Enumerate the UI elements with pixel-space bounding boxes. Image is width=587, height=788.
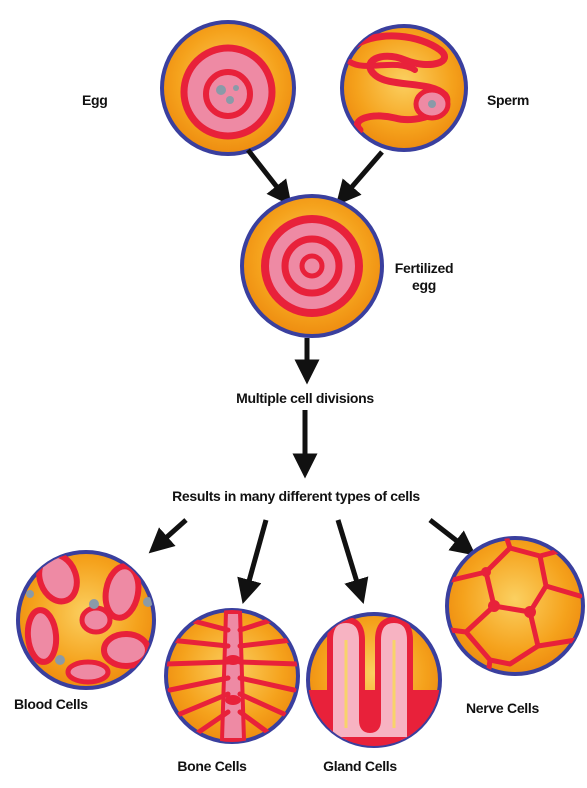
sperm-cell bbox=[342, 26, 466, 150]
bone-cells bbox=[166, 610, 298, 742]
results-label: Results in many different types of cells bbox=[172, 488, 420, 504]
arrow-to-gland bbox=[338, 520, 360, 592]
nerve-cells bbox=[447, 530, 583, 676]
arrow-egg-to-fertilized bbox=[248, 150, 284, 196]
bone-cells-label: Bone Cells bbox=[177, 758, 246, 774]
arrow-to-bone bbox=[246, 520, 266, 592]
arrow-to-nerve bbox=[430, 520, 466, 548]
blood-cells-label: Blood Cells bbox=[14, 696, 88, 712]
egg-cell bbox=[162, 22, 294, 154]
nerve-cells-label: Nerve Cells bbox=[466, 700, 539, 716]
sperm-label: Sperm bbox=[487, 92, 529, 108]
gland-cells-label: Gland Cells bbox=[323, 758, 397, 774]
egg-label: Egg bbox=[82, 92, 108, 108]
arrow-to-blood bbox=[158, 520, 186, 545]
fertilized-label-line1: Fertilized bbox=[395, 260, 453, 276]
gland-cells bbox=[300, 614, 450, 760]
blood-cells bbox=[18, 549, 154, 688]
arrow-sperm-to-fertilized bbox=[344, 152, 382, 196]
fertilized-label-line2: egg bbox=[412, 277, 436, 293]
divisions-label: Multiple cell divisions bbox=[236, 390, 374, 406]
fertilized-egg-cell bbox=[242, 196, 382, 336]
